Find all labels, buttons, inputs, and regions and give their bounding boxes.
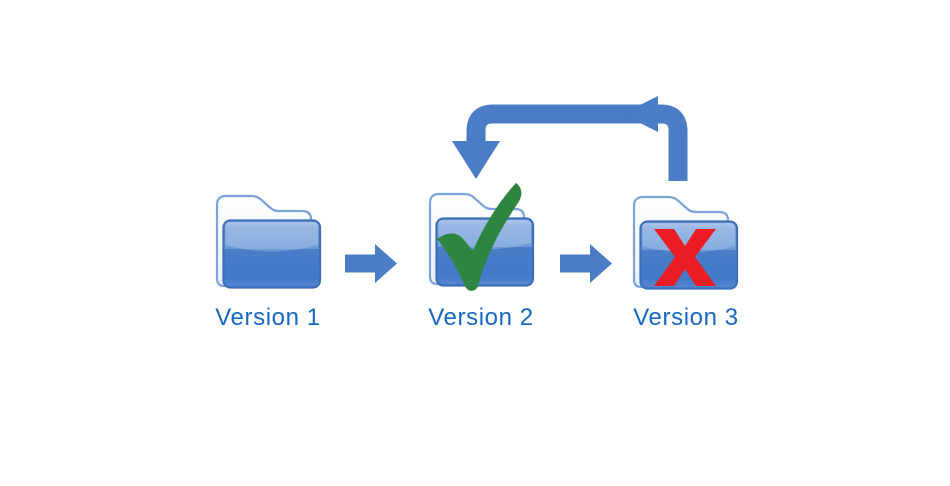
folder-icon-version-3 — [632, 195, 739, 290]
x-mark-icon — [654, 229, 716, 286]
node-label-version-3: Version 3 — [633, 304, 738, 331]
loop-arrowhead-down-icon — [452, 141, 500, 179]
node-label-version-2: Version 2 — [428, 304, 533, 331]
right-arrow-icon-2 — [560, 244, 612, 283]
checkmark-icon — [437, 183, 522, 291]
loop-back-arrow-icon — [452, 96, 688, 181]
right-arrow-icon-1 — [345, 244, 397, 283]
node-label-version-1: Version 1 — [215, 304, 320, 331]
loop-arrow-tube — [466, 104, 688, 181]
loop-arrowhead-left-icon — [622, 96, 658, 132]
folder-icon-version-1 — [215, 194, 322, 289]
folder-icon-version-2 — [428, 183, 535, 291]
